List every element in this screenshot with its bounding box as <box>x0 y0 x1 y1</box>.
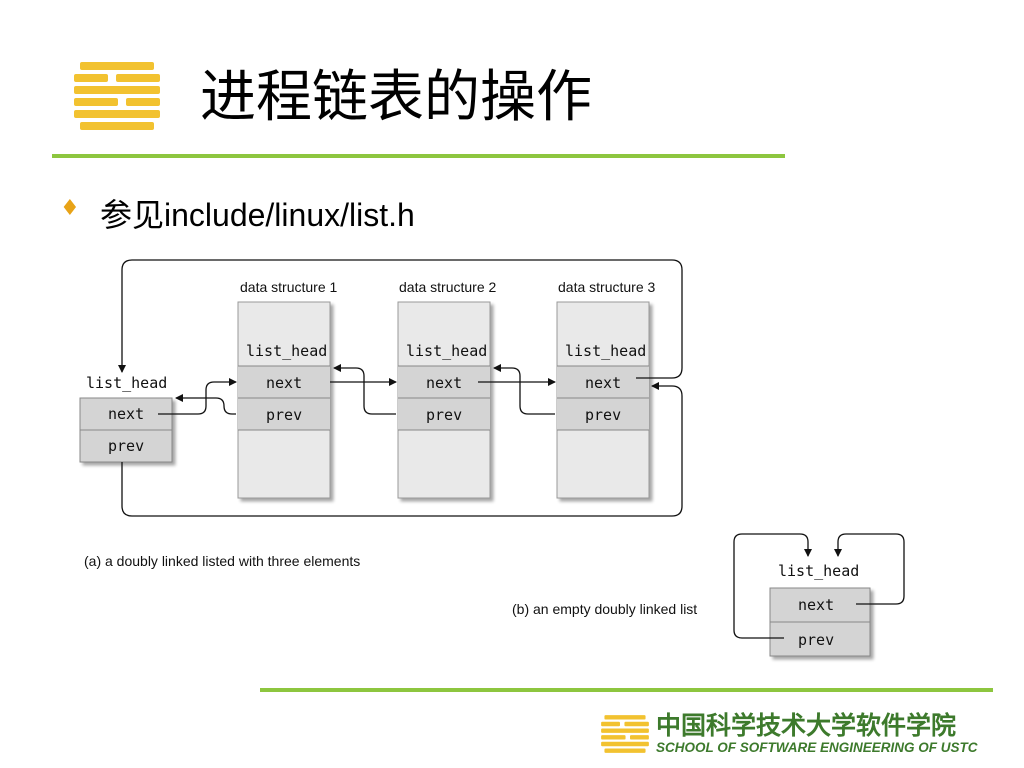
caption-a: (a) a doubly linked listed with three el… <box>84 553 360 569</box>
ustc-logo-icon <box>74 62 160 130</box>
list-head-label: list_head <box>778 562 859 580</box>
prev-field: prev <box>426 406 462 424</box>
next-field: next <box>266 374 302 392</box>
list-head-prev-field: prev <box>108 437 144 455</box>
next-field: next <box>585 374 621 392</box>
list-head-next-field: next <box>108 405 144 423</box>
next-field: next <box>426 374 462 392</box>
data-structure-1: data structure 1 list_head next prev <box>237 279 337 499</box>
data-structure-label: data structure 1 <box>240 279 337 295</box>
school-name-en: SCHOOL OF SOFTWARE ENGINEERING OF USTC <box>656 740 978 755</box>
empty-list-head-node: list_head next prev <box>769 562 871 657</box>
bullet-diamond-icon: ♦ <box>60 196 80 221</box>
list-head-field: list_head <box>406 342 487 360</box>
slide-title: 进程链表的操作 <box>200 65 592 130</box>
list-head-field: list_head <box>565 342 646 360</box>
data-structure-3: data structure 3 list_head next prev <box>556 279 655 499</box>
link-arrows <box>118 259 683 517</box>
list-head-node: list_head next prev <box>79 374 173 463</box>
prev-field: prev <box>798 631 834 649</box>
list-head-label: list_head <box>86 374 167 392</box>
bullet-text: 参见include/linux/list.h <box>100 197 415 233</box>
school-name-cn: 中国科学技术大学软件学院 <box>656 711 957 740</box>
list-head-field: list_head <box>246 342 327 360</box>
title-divider <box>52 154 785 158</box>
footer-divider <box>260 688 993 692</box>
ustc-logo-small-icon <box>601 715 649 753</box>
next-field: next <box>798 596 834 614</box>
data-structure-2: data structure 2 list_head next prev <box>397 279 496 499</box>
data-structure-label: data structure 2 <box>399 279 496 295</box>
caption-b: (b) an empty doubly linked list <box>512 601 697 617</box>
prev-field: prev <box>585 406 621 424</box>
empty-list-arrows <box>733 533 905 639</box>
data-structure-label: data structure 3 <box>558 279 655 295</box>
prev-field: prev <box>266 406 302 424</box>
